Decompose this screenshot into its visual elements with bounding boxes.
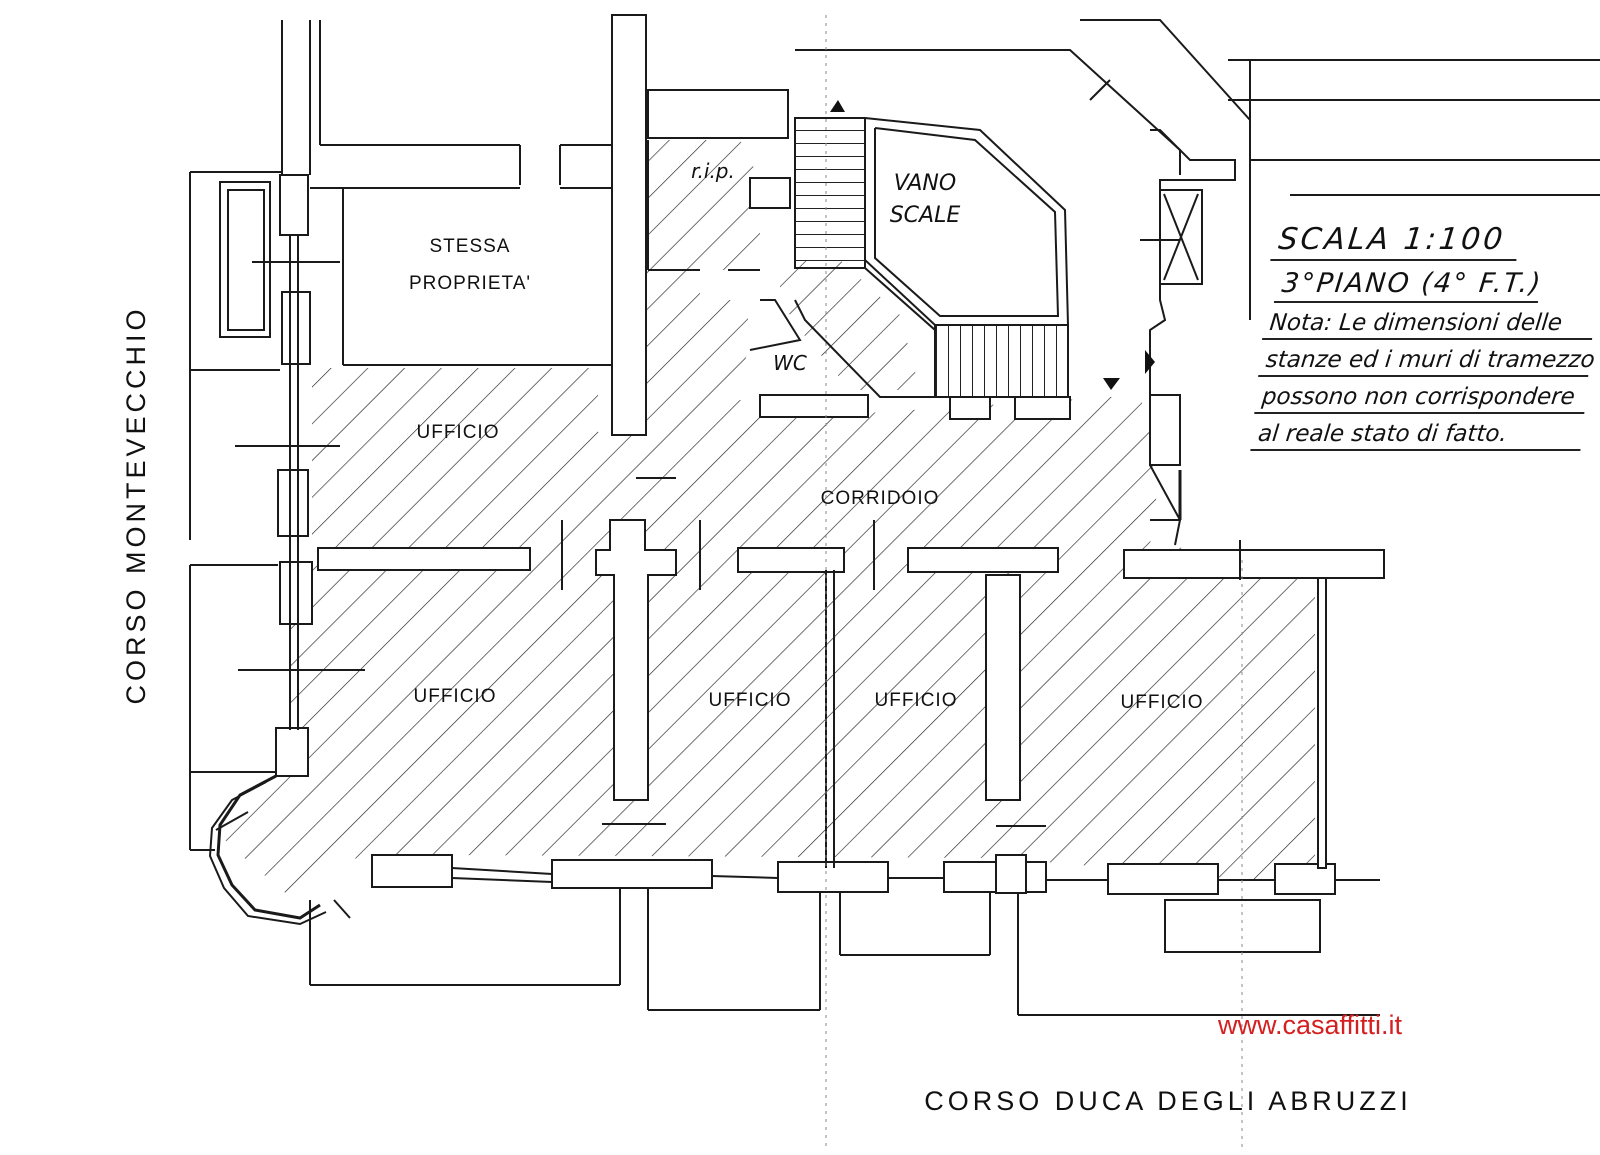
street-label-bottom: CORSO DUCA DEGLI ABRUZZI (924, 1086, 1412, 1116)
note-line-3: possono non corrispondere (1254, 384, 1588, 414)
room-label-ufficio-1: UFFICIO (417, 422, 500, 443)
note-line-4: al reale stato di fatto. (1250, 421, 1584, 451)
street-label-left: CORSO MONTEVECCHIO (121, 305, 151, 704)
room-label-vano: VANO (894, 171, 956, 196)
room-label-ufficio-4: UFFICIO (875, 690, 958, 711)
note-line-2: stanze ed i muri di tramezzo (1258, 347, 1596, 377)
room-labels: STESSA PROPRIETA' VANO SCALE r.i.p. WC C… (409, 159, 1204, 713)
room-label-ufficio-2: UFFICIO (414, 686, 497, 707)
room-label-stessa: STESSA (430, 236, 511, 257)
room-label-stessa-2: PROPRIETA' (409, 273, 531, 294)
room-label-ufficio-5: UFFICIO (1121, 692, 1204, 713)
watermark-link[interactable]: www.casaffitti.it (1218, 1010, 1403, 1040)
note-block: SCALA 1:100 3°PIANO (4° F.T.) Nota: Le d… (1250, 222, 1600, 458)
scan-lines (825, 15, 1243, 1150)
scale-label: SCALA 1:100 (1270, 222, 1521, 261)
walls (189, 14, 1600, 1016)
room-label-ufficio-3: UFFICIO (709, 690, 792, 711)
room-label-rip: r.i.p. (691, 159, 735, 183)
note-line-1: Nota: Le dimensioni delle (1262, 310, 1596, 340)
room-label-wc: WC (773, 351, 807, 375)
room-label-corridoio: CORRIDOIO (821, 488, 940, 509)
floor-label: 3°PIANO (4° F.T.) (1273, 268, 1544, 303)
hatched-area (215, 140, 1315, 905)
room-label-scale: SCALE (890, 203, 961, 228)
